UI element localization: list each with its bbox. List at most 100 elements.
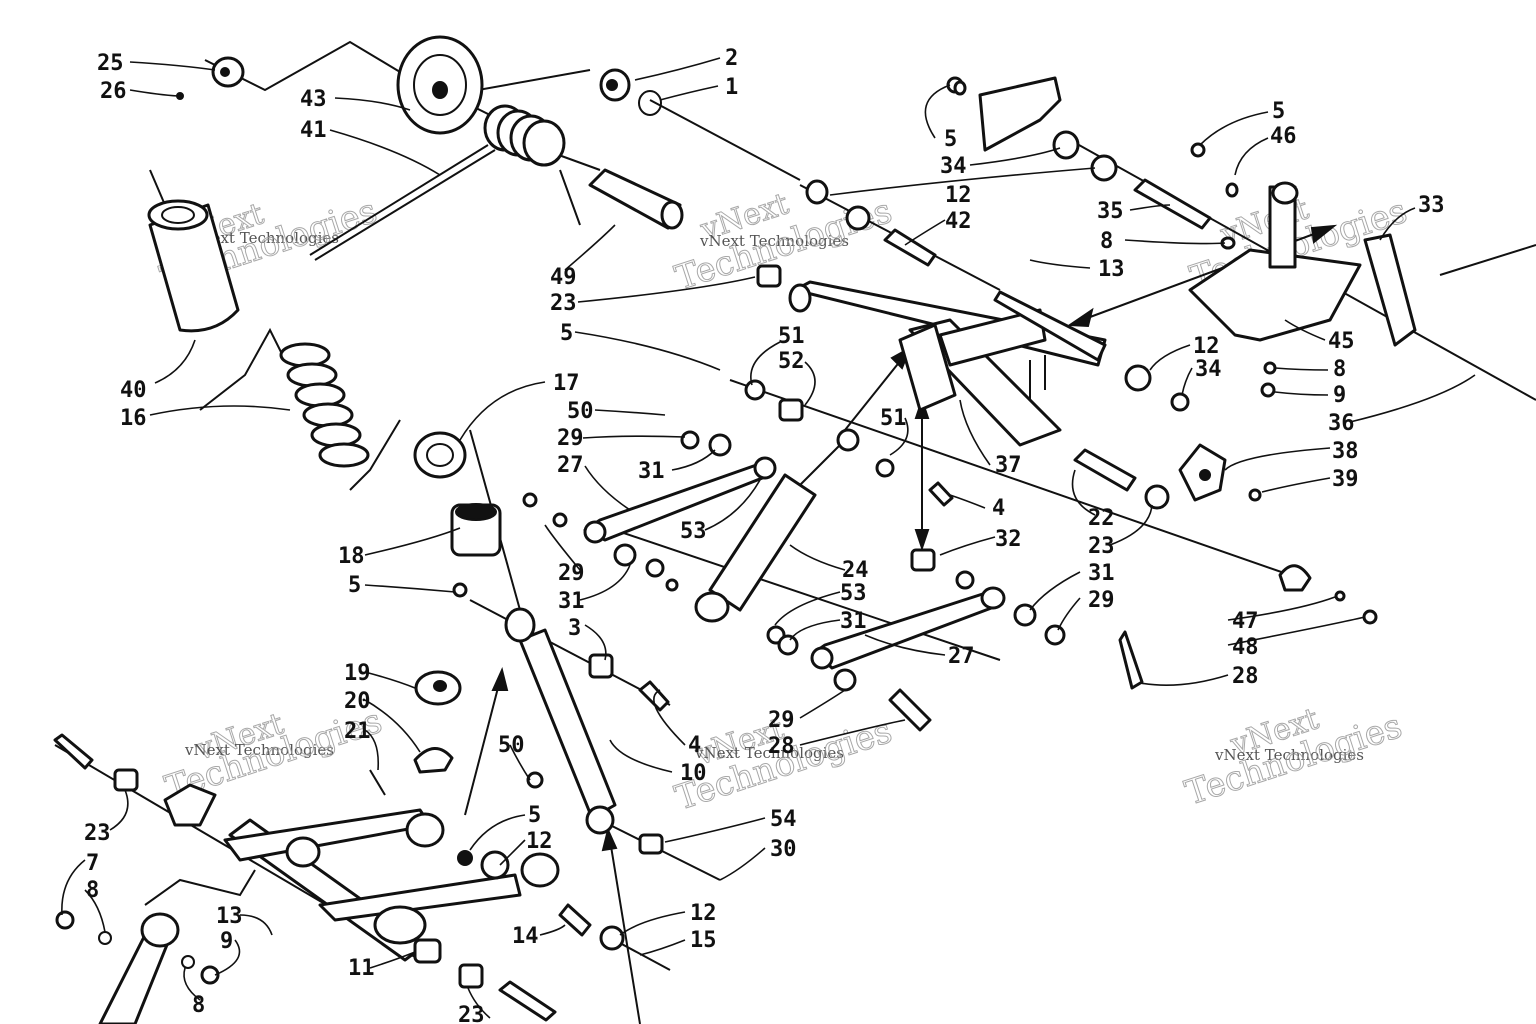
torsion-spring [309,104,581,261]
front-a-arm [53,733,560,964]
callout-label: 4 [688,733,701,758]
arrow-head-front [491,666,509,691]
callout-label: 29 [768,708,795,733]
arrow-line-front [464,679,501,816]
callout-label: 5 [1272,99,1285,124]
callout-label: 12 [526,829,553,854]
callout-label: 14 [512,924,539,949]
callout-label: 28 [1232,664,1259,689]
callout-label: 18 [338,544,365,569]
callout-label: 53 [840,581,867,606]
callout-label: 5 [348,573,361,598]
axis-front-zig [144,869,256,906]
watermark-name: vNext Technologies [699,232,849,250]
callout-label: 24 [842,558,869,583]
callout-label: 2 [725,46,738,71]
callout-label: 30 [770,837,797,862]
bushing-12 [1090,154,1118,182]
spring-arm [314,149,496,261]
callout-label: 36 [1328,411,1355,436]
callout-label: 27 [948,644,975,669]
callout-label: 54 [770,807,797,832]
callout-label: 20 [344,689,371,714]
callout-label: 41 [300,118,327,143]
callout-label: 45 [1328,329,1355,354]
callout-label: 12 [1193,334,1220,359]
bearing-hole [606,79,618,91]
callout-label: 9 [1333,383,1346,408]
callout-label: 26 [100,79,127,104]
mount-bracket-top [978,76,1062,152]
arrow-head-bottom [601,826,618,852]
arrow-line-mid [844,354,906,431]
callout-label: 8 [86,878,99,903]
callout-label: 23 [1088,534,1115,559]
callout-label: 31 [840,609,867,634]
callout-label: 4 [992,496,1005,521]
callout-labels: 25 26 43 41 2 1 5 34 12 42 35 8 13 5 46 … [84,46,1445,1024]
axis-rear-top [1439,244,1536,276]
callout-label: 15 [690,928,717,953]
callout-label: 1 [725,75,738,100]
snap-ring [638,90,662,116]
callout-label: 32 [995,527,1022,552]
callout-label: 19 [344,661,371,686]
axis-link [599,524,1001,661]
callout-label: 27 [557,453,584,478]
callout-label: 46 [1270,124,1297,149]
watermark-name: vNext Technologies [694,744,844,762]
pin-21 [369,769,386,796]
callout-label: 50 [567,399,594,424]
idler-wheel-hub [432,81,448,99]
link-arm-upper [583,460,772,542]
bushing [756,264,782,288]
callout-label: 34 [1195,357,1222,382]
callout-label: 13 [1098,257,1125,282]
callout-label: 16 [120,406,147,431]
arrow-head-down [914,529,930,552]
callout-label: 34 [940,154,967,179]
plate-47 [1278,564,1312,592]
callout-label: 31 [558,589,585,614]
arrow-head-rear [1067,307,1094,328]
callout-label: 29 [1088,588,1115,613]
axis-shock-top [149,169,166,206]
callout-label: 33 [1418,193,1445,218]
callout-label: 42 [945,209,972,234]
callout-label: 22 [1088,506,1115,531]
callout-label: 31 [638,459,665,484]
callout-leaders [61,57,1476,1019]
callout-label: 37 [995,453,1022,478]
callout-label: 13 [216,904,243,929]
callout-label: 29 [557,426,584,451]
callout-label: 51 [880,406,907,431]
callout-label: 47 [1232,609,1259,634]
callout-label: 5 [944,127,957,152]
pin-42 [883,228,937,267]
callout-label: 50 [498,733,525,758]
callout-label: 29 [558,561,585,586]
rear-bracket [1188,181,1417,347]
rear-pivot-frame [788,280,1107,447]
arrow-head-rear-2 [1310,224,1338,244]
callout-label: 8 [1100,229,1113,254]
callout-label: 52 [778,349,805,374]
callout-label: 53 [680,519,707,544]
part-20 [413,747,454,774]
parts [53,35,1417,1024]
bolt-4b [928,481,954,507]
callout-label: 28 [768,734,795,759]
callout-label: 12 [945,183,972,208]
watermark-name: vNext Technologies [189,229,339,247]
callout-label: 9 [220,929,233,954]
axis-shock-zig-2 [349,419,401,491]
axis-upper-shaft [649,99,801,181]
callout-label: 17 [553,371,580,396]
spring-cup [413,431,467,479]
callout-label: 10 [680,761,707,786]
axis-mid [729,379,1291,576]
callout-label: 35 [1097,199,1124,224]
callout-label: 39 [1332,467,1359,492]
callout-label: 12 [690,901,717,926]
